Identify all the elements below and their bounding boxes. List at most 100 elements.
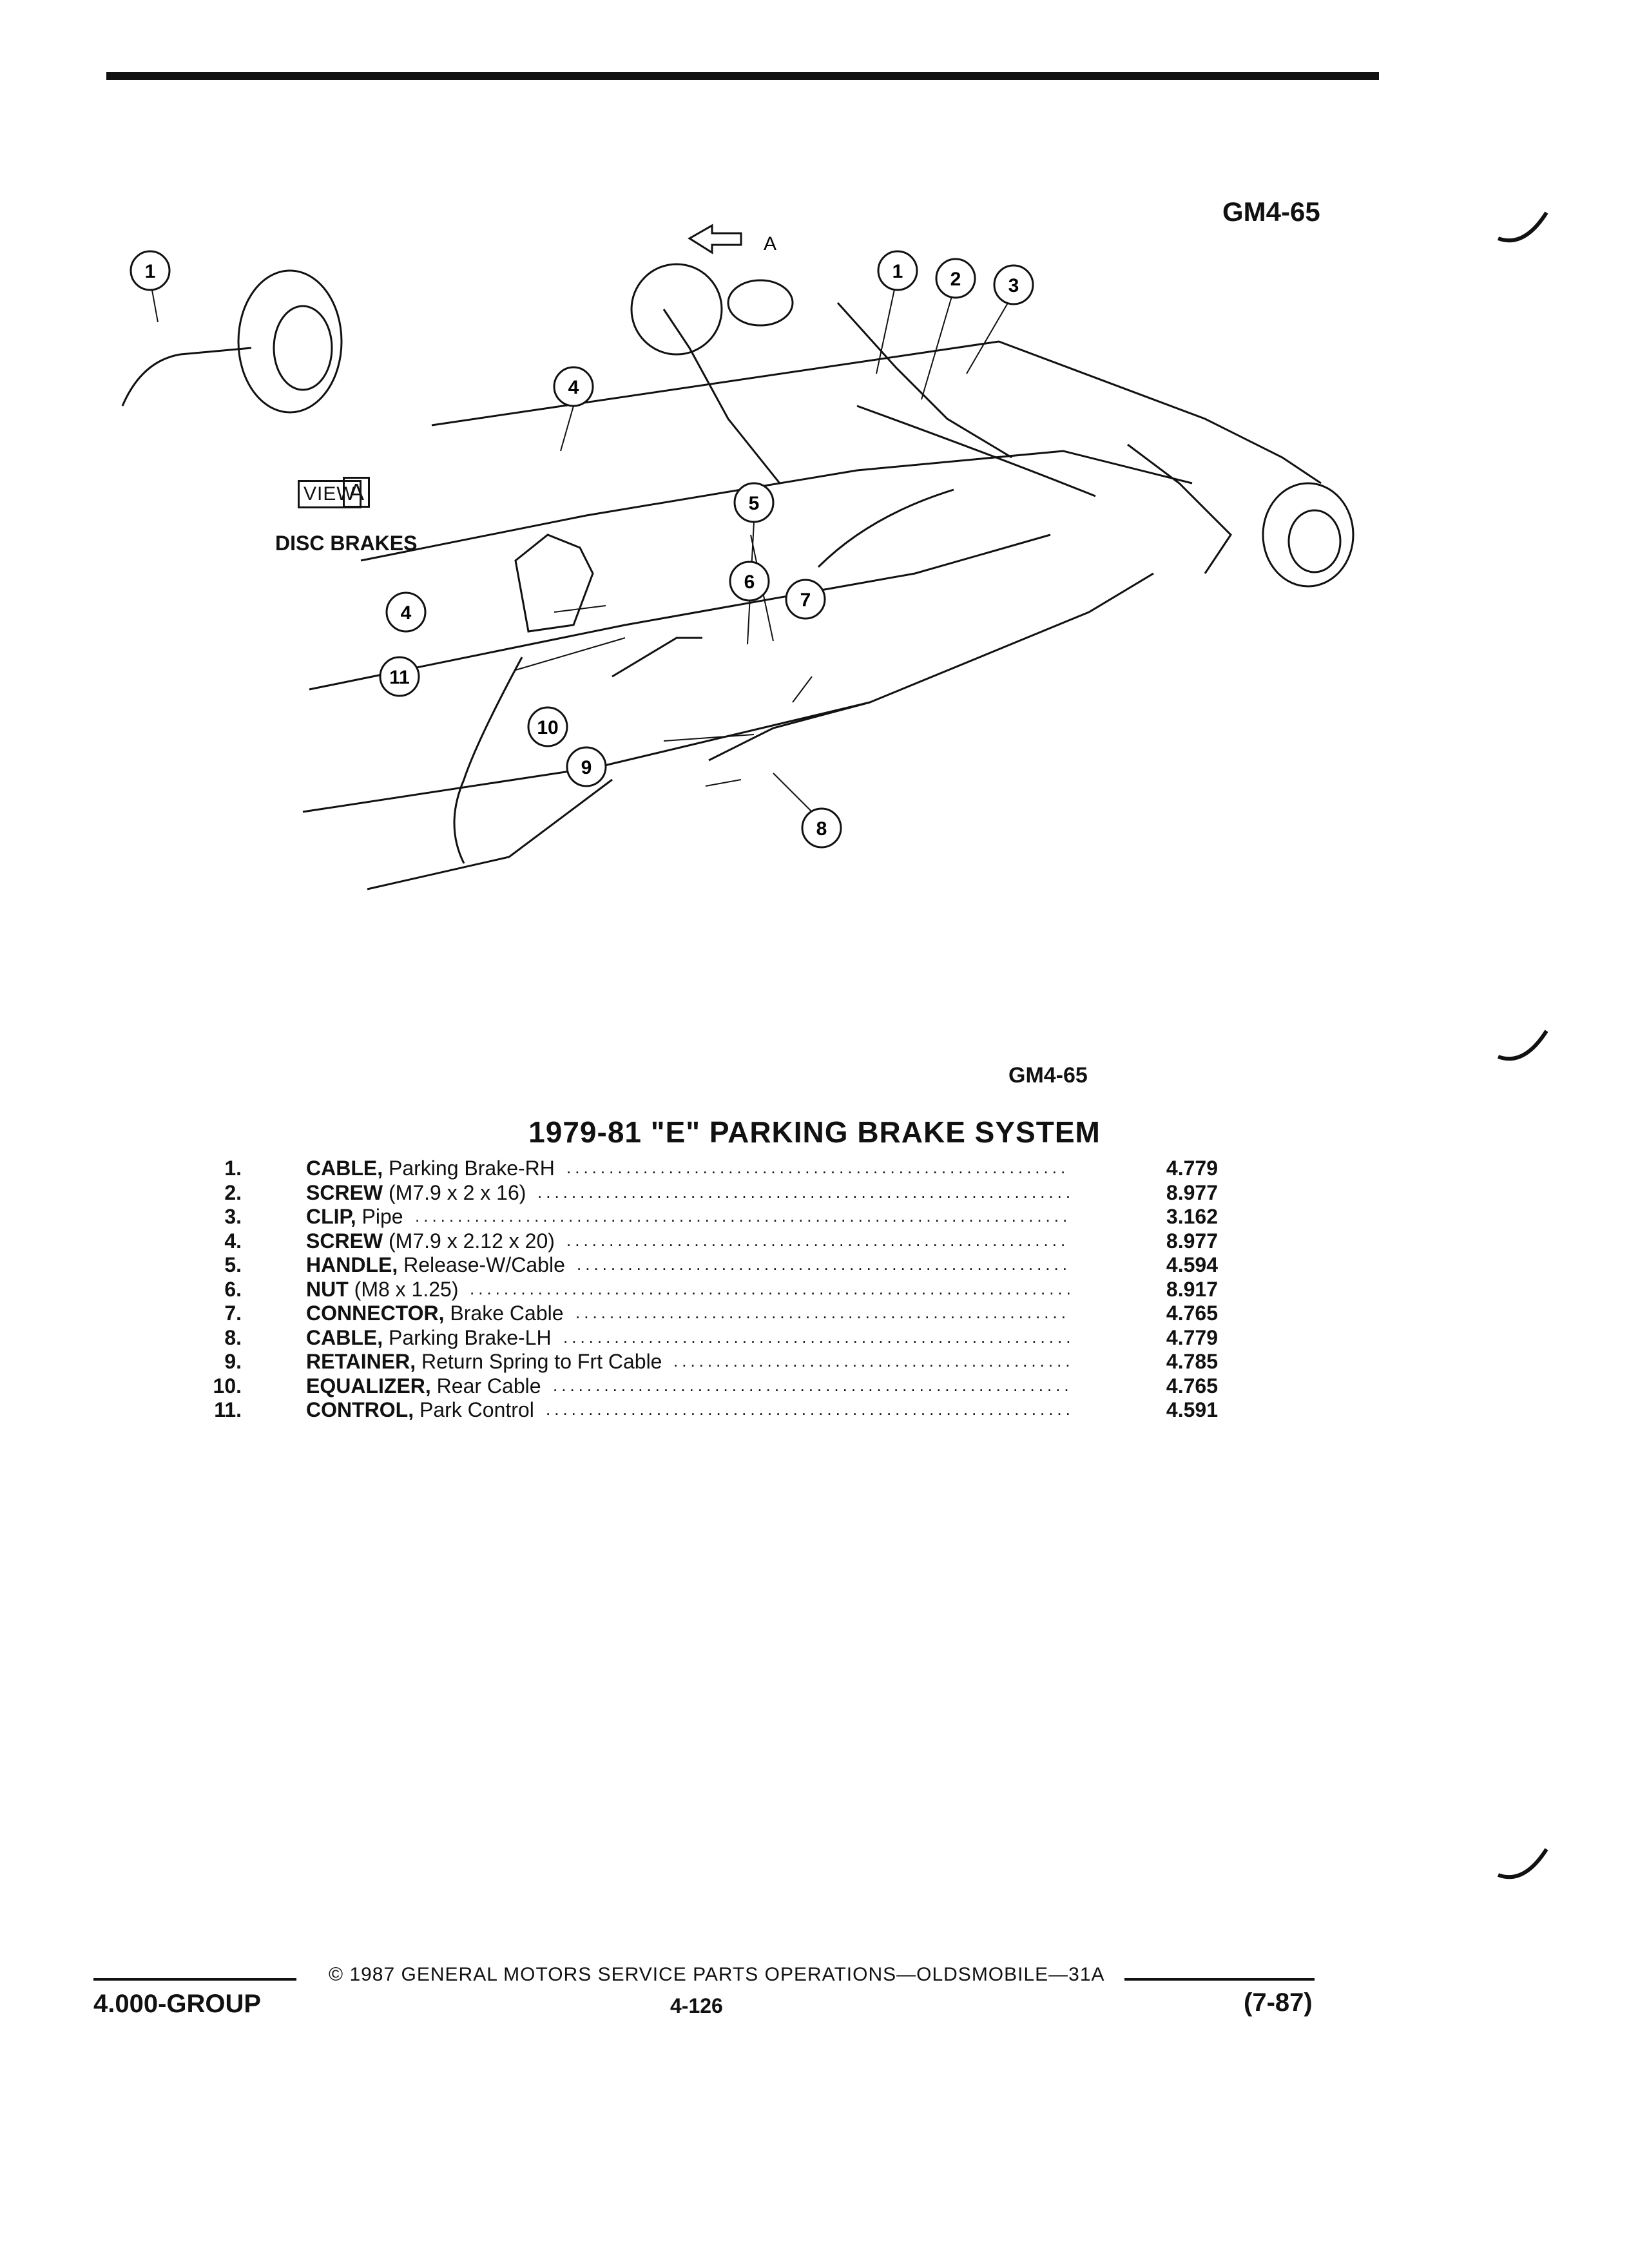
part-number: 1. xyxy=(224,1157,242,1180)
svg-text:1: 1 xyxy=(145,261,156,282)
part-desc: Pipe xyxy=(361,1205,403,1228)
part-code: 4.765 xyxy=(1166,1374,1218,1398)
part-desc: Park Control xyxy=(419,1398,534,1421)
part-desc: (M7.9 x 2.12 x 20) xyxy=(389,1229,555,1253)
part-row: 1. CABLE, Parking Brake-RH...............… xyxy=(193,1157,1224,1181)
disc-hub xyxy=(273,305,333,391)
part-name: CABLE, Parking Brake-LH xyxy=(306,1326,552,1350)
part-desc: (M8 x 1.25) xyxy=(354,1277,459,1301)
leader-dots: ........................................… xyxy=(577,1254,1070,1274)
part-name: CABLE, Parking Brake-RH xyxy=(306,1157,555,1180)
front-cable xyxy=(453,657,523,864)
svg-text:8: 8 xyxy=(816,818,827,840)
disc-brake-cable xyxy=(121,347,252,407)
part-title: CABLE, xyxy=(306,1325,383,1349)
disc-brakes-label: DISC BRAKES xyxy=(275,532,418,555)
callout-six: 6 xyxy=(729,561,770,602)
leader-dots: ........................................… xyxy=(546,1399,1070,1419)
part-row: 9. RETAINER, Return Spring to Frt Cable..… xyxy=(193,1350,1224,1374)
part-name: SCREW (M7.9 x 2.12 x 20) xyxy=(306,1229,555,1253)
part-number: 2. xyxy=(224,1180,242,1204)
part-code: 4.594 xyxy=(1166,1253,1218,1276)
part-number: 3. xyxy=(224,1205,242,1228)
footer-rule-left xyxy=(93,1978,296,1981)
part-code: 8.917 xyxy=(1166,1277,1218,1301)
part-title: CLIP, xyxy=(306,1205,356,1228)
arrow-letter: A xyxy=(764,233,776,255)
callout-7: 7 xyxy=(785,579,826,620)
part-title: CABLE, xyxy=(306,1157,383,1180)
parking-brake-diagram: 1 1 2 3 4 4 5 6 7 8 9 10 11 A xyxy=(121,224,1354,890)
callout-8: 8 xyxy=(801,807,842,849)
leader-dots: ........................................… xyxy=(537,1182,1070,1202)
cable-main xyxy=(817,488,954,568)
top-rule xyxy=(106,72,1379,80)
scan-mark-2 xyxy=(1497,1030,1548,1061)
leader-dots: ........................................… xyxy=(566,1158,1070,1177)
cross-member-2 xyxy=(836,302,1012,459)
rear-drum-outer xyxy=(1262,482,1354,588)
part-number: 4. xyxy=(224,1229,242,1253)
scan-mark-3 xyxy=(1497,1848,1548,1879)
part-number: 9. xyxy=(224,1350,242,1373)
release-handle xyxy=(612,637,702,678)
frame-rail-lower xyxy=(309,533,1051,691)
callout-4-upper: 4 xyxy=(553,366,594,407)
part-code: 4.591 xyxy=(1166,1398,1218,1421)
part-title: NUT xyxy=(306,1277,349,1301)
frame-rail-upper xyxy=(431,340,1322,485)
caption-figure-id: GM4-65 xyxy=(1008,1063,1088,1088)
callout-1: 1 xyxy=(877,250,918,291)
part-title: EQUALIZER, xyxy=(306,1374,431,1398)
part-code: 8.977 xyxy=(1166,1180,1218,1204)
callout-3: 3 xyxy=(993,264,1034,305)
part-name: CONTROL, Park Control xyxy=(306,1398,534,1422)
callout-9: 9 xyxy=(566,746,607,787)
part-name: CONNECTOR, Brake Cable xyxy=(306,1302,564,1325)
svg-text:4: 4 xyxy=(568,377,579,398)
part-desc: Parking Brake-LH xyxy=(389,1325,552,1349)
svg-text:1: 1 xyxy=(892,261,903,282)
view-letter: A xyxy=(343,477,371,508)
callout-2: 2 xyxy=(935,258,976,299)
cross-member-3 xyxy=(1127,443,1232,574)
part-number: 10. xyxy=(213,1374,242,1398)
svg-text:6: 6 xyxy=(744,572,755,593)
part-name: RETAINER, Return Spring to Frt Cable xyxy=(306,1350,662,1374)
callout-5: 5 xyxy=(733,482,775,523)
part-desc: Parking Brake-RH xyxy=(389,1157,555,1180)
upper-mount-outer xyxy=(630,263,723,356)
part-row: 10.EQUALIZER, Rear Cable................… xyxy=(193,1374,1224,1399)
part-number: 8. xyxy=(224,1325,242,1349)
leader-dots: ........................................… xyxy=(673,1351,1070,1370)
copyright: © 1987 GENERAL MOTORS SERVICE PARTS OPER… xyxy=(329,1964,1105,1985)
part-desc: (M7.9 x 2 x 16) xyxy=(389,1180,526,1204)
part-name: NUT (M8 x 1.25) xyxy=(306,1278,458,1302)
leader-dots: ........................................… xyxy=(470,1278,1070,1298)
part-code: 8.977 xyxy=(1166,1229,1218,1253)
svg-text:7: 7 xyxy=(800,590,811,611)
part-title: HANDLE, xyxy=(306,1253,398,1276)
callout-11: 11 xyxy=(379,656,420,697)
view-arrow xyxy=(688,224,742,255)
part-row: 3.CLIP, Pipe............................… xyxy=(193,1205,1224,1229)
leader-dots: ........................................… xyxy=(553,1375,1070,1395)
svg-text:4: 4 xyxy=(401,602,412,624)
part-desc: Release-W/Cable xyxy=(403,1253,565,1276)
disc-rotor xyxy=(237,269,343,414)
cross-member-1 xyxy=(662,309,781,484)
frame-front-edge xyxy=(367,778,613,890)
part-number: 7. xyxy=(224,1302,242,1325)
svg-text:11: 11 xyxy=(389,667,410,688)
part-number: 5. xyxy=(224,1253,242,1276)
part-code: 4.765 xyxy=(1166,1302,1218,1325)
lh-cable xyxy=(708,701,871,762)
rh-cable-path xyxy=(856,405,1096,497)
part-number: 11. xyxy=(214,1398,242,1421)
frame-rail-mid xyxy=(360,450,1193,562)
part-code: 3.162 xyxy=(1166,1205,1218,1228)
part-title: SCREW xyxy=(306,1180,383,1204)
svg-text:3: 3 xyxy=(1008,275,1019,296)
part-title: RETAINER, xyxy=(306,1350,416,1373)
part-desc: Brake Cable xyxy=(450,1302,564,1325)
